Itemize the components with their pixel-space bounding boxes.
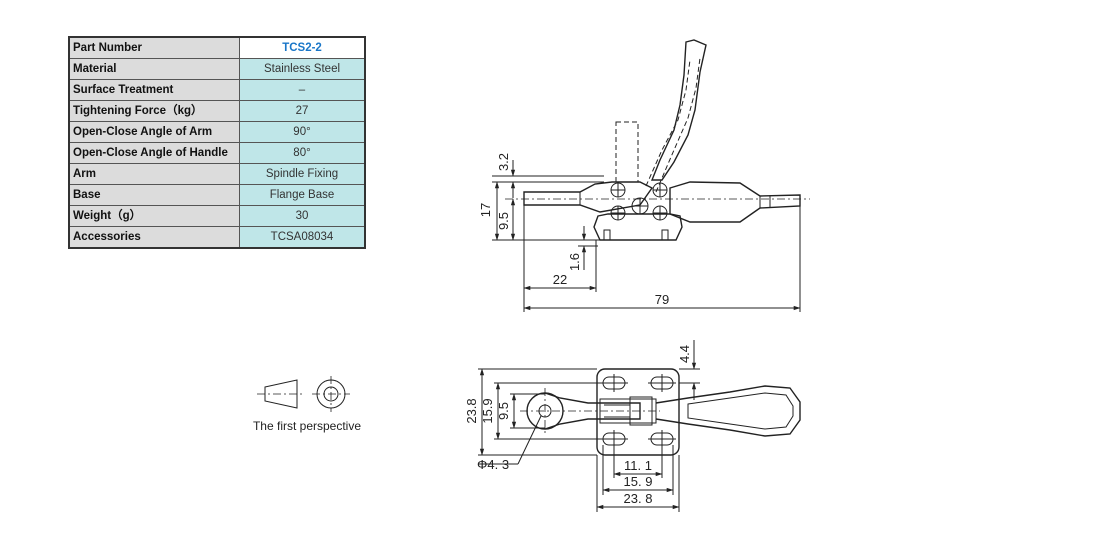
spec-value: Spindle Fixing [239, 163, 366, 185]
dim-17: 17 [478, 203, 493, 217]
projection-symbol: The first perspective [253, 376, 361, 433]
dim-9-5-vertical: 9.5 [496, 402, 511, 420]
dim-1-6: 1.6 [567, 253, 582, 271]
spec-label: Tightening Force（kg） [68, 100, 240, 122]
dim-23-8-horizontal: 23. 8 [624, 491, 653, 506]
spec-row: Weight（g）30 [68, 205, 366, 227]
dim-3-2: 3.2 [496, 153, 511, 171]
dim-15-9-vertical: 15.9 [480, 398, 495, 423]
spec-label: Surface Treatment [68, 79, 240, 101]
side-view: 3.2 17 9.5 1.6 22 79 [478, 39, 810, 312]
spec-value: TCSA08034 [239, 226, 366, 249]
spec-label: Part Number [68, 36, 240, 59]
dim-9-5: 9.5 [496, 212, 511, 230]
dim-23-8-vertical: 23.8 [464, 398, 479, 423]
spec-value: 30 [239, 205, 366, 227]
dim-4-4: 4.4 [677, 345, 692, 363]
spec-label: Weight（g） [68, 205, 240, 227]
spec-label: Base [68, 184, 240, 206]
dim-hole-diameter: Φ4. 3 [477, 457, 509, 472]
spec-label: Accessories [68, 226, 240, 249]
dim-79: 79 [655, 292, 669, 307]
spec-label: Arm [68, 163, 240, 185]
dim-15-9-horizontal: 15. 9 [624, 474, 653, 489]
top-view: 4.4 23.8 15.9 9.5 Φ4. 3 11. 1 15. 9 23. … [464, 340, 801, 512]
projection-caption: The first perspective [253, 419, 361, 433]
spec-value: – [239, 79, 366, 101]
dim-22: 22 [553, 272, 567, 287]
spec-value: Flange Base [239, 184, 366, 206]
spec-label: Open-Close Angle of Arm [68, 121, 240, 143]
spec-row: Surface Treatment– [68, 79, 366, 101]
dim-11-1: 11. 1 [624, 458, 652, 473]
spec-label: Open-Close Angle of Handle [68, 142, 240, 164]
